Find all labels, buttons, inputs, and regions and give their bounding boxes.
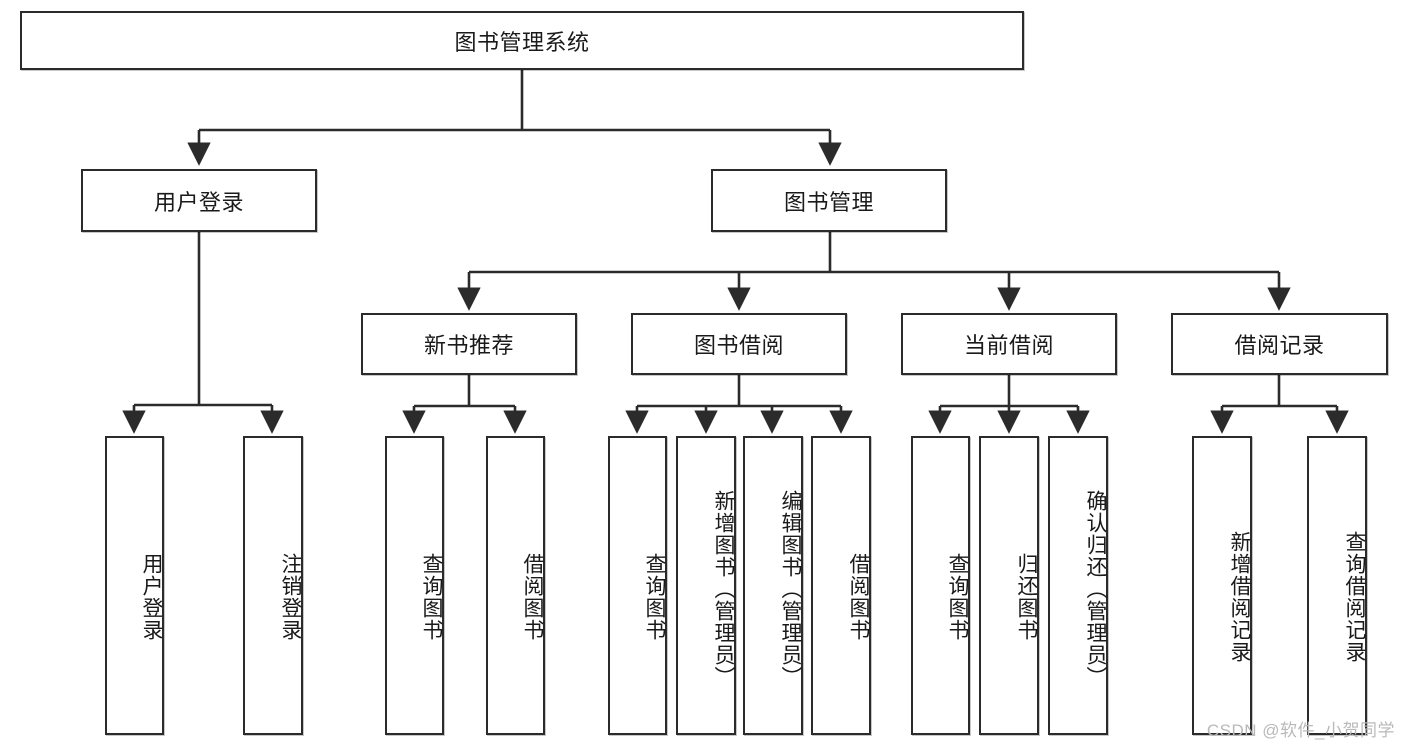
leaf-borrow-edit-book[interactable]: 编辑图书（管理员）: [743, 436, 803, 735]
node-root[interactable]: 图书管理系统: [20, 11, 1024, 70]
node-current-borrow[interactable]: 当前借阅: [901, 313, 1117, 375]
leaf-current-return-book-label: 归还图书: [1015, 552, 1038, 641]
node-book-management-label: 图书管理: [783, 189, 874, 215]
node-book-borrow-label: 图书借阅: [693, 333, 784, 358]
leaf-borrow-edit-book-label: 编辑图书（管理员）: [779, 489, 802, 688]
leaf-user-login-signin[interactable]: 用户登录: [105, 436, 164, 735]
leaf-user-login-signout[interactable]: 注销登录: [243, 436, 303, 735]
leaf-new-book-query[interactable]: 查询图书: [385, 436, 444, 735]
leaf-record-add[interactable]: 新增借阅记录: [1192, 436, 1252, 735]
node-new-book-recommend[interactable]: 新书推荐: [361, 313, 577, 375]
leaf-user-login-signout-label: 注销登录: [279, 552, 302, 641]
leaf-current-query-book-label: 查询图书: [946, 552, 969, 641]
leaf-new-book-borrow-label: 借阅图书: [521, 552, 544, 641]
node-borrow-record-label: 借阅记录: [1234, 333, 1325, 358]
node-borrow-record[interactable]: 借阅记录: [1171, 313, 1388, 375]
leaf-current-confirm-return[interactable]: 确认归还（管理员）: [1048, 436, 1108, 735]
leaf-new-book-borrow[interactable]: 借阅图书: [486, 436, 545, 735]
leaf-record-query[interactable]: 查询借阅记录: [1307, 436, 1367, 735]
node-current-borrow-label: 当前借阅: [963, 333, 1054, 358]
node-new-book-recommend-label: 新书推荐: [423, 333, 514, 358]
leaf-borrow-query-book[interactable]: 查询图书: [608, 436, 667, 735]
node-book-management[interactable]: 图书管理: [711, 169, 947, 232]
leaf-user-login-signin-label: 用户登录: [140, 552, 163, 641]
leaf-borrow-add-book[interactable]: 新增图书（管理员）: [676, 436, 736, 735]
leaf-current-return-book[interactable]: 归还图书: [979, 436, 1039, 735]
leaf-borrow-add-book-label: 新增图书（管理员）: [712, 489, 735, 688]
node-root-label: 图书管理系统: [454, 29, 590, 55]
leaf-record-add-label: 新增借阅记录: [1228, 530, 1251, 663]
leaf-new-book-query-label: 查询图书: [420, 552, 443, 641]
node-user-login-label: 用户登录: [153, 189, 244, 215]
leaf-current-query-book[interactable]: 查询图书: [911, 436, 970, 735]
leaf-borrow-query-book-label: 查询图书: [643, 552, 666, 641]
leaf-borrow-borrow-book[interactable]: 借阅图书: [811, 436, 871, 735]
leaf-record-query-label: 查询借阅记录: [1343, 530, 1366, 663]
node-user-login[interactable]: 用户登录: [81, 169, 317, 232]
leaf-current-confirm-return-label: 确认归还（管理员）: [1084, 489, 1107, 688]
leaf-borrow-borrow-book-label: 借阅图书: [847, 552, 870, 641]
node-book-borrow[interactable]: 图书借阅: [631, 313, 847, 375]
